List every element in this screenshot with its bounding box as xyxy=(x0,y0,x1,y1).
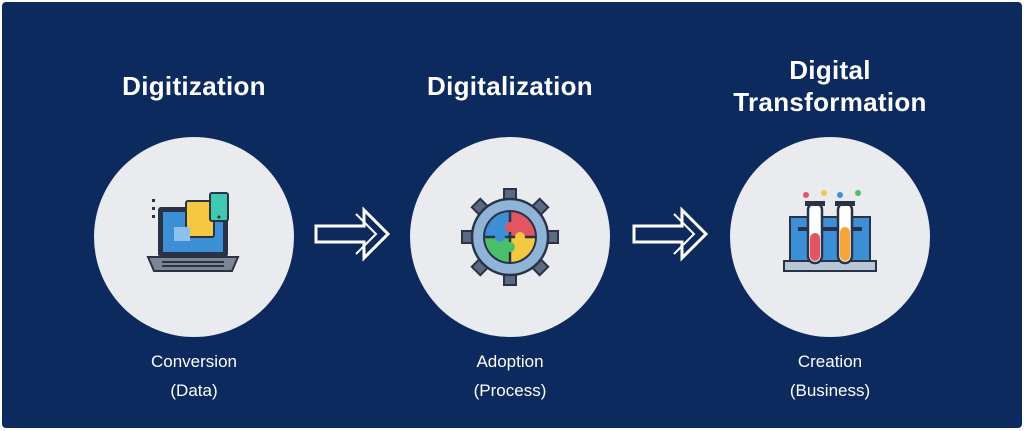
caption-label: Adoption xyxy=(476,352,544,371)
caption-label: Creation xyxy=(797,352,863,371)
stage-title-line: Digitization xyxy=(122,71,266,101)
stage-caption: Adoption (Process) xyxy=(380,347,640,405)
stage-circle xyxy=(730,137,930,337)
right-arrow-icon xyxy=(314,206,391,262)
caption-sublabel: (Data) xyxy=(170,381,218,400)
caption-label: Conversion xyxy=(151,352,237,371)
stage-title: Digital Transformation xyxy=(700,54,960,118)
stage-digital-transformation: Digital Transformation Creation xyxy=(700,2,960,428)
test-tubes-icon xyxy=(783,190,877,272)
puzzle-gear-icon xyxy=(461,188,559,286)
stage-title: Digitalization xyxy=(380,70,640,102)
stage-circle xyxy=(410,137,610,337)
stage-title-line: Digitalization xyxy=(427,71,593,101)
stage-digitization: Digitization Conversion (Data) xyxy=(64,2,324,428)
stage-circle xyxy=(94,137,294,337)
caption-sublabel: (Process) xyxy=(473,381,547,400)
stage-caption: Creation (Business) xyxy=(700,347,960,405)
stage-digitalization: Digitalization xyxy=(380,2,640,428)
stage-title-line: Transformation xyxy=(733,87,927,117)
laptop-devices-icon xyxy=(146,192,240,272)
right-arrow-icon xyxy=(632,206,709,262)
caption-sublabel: (Business) xyxy=(789,381,871,400)
stage-title: Digitization xyxy=(64,70,324,102)
stage-title-line: Digital xyxy=(789,55,871,85)
stage-caption: Conversion (Data) xyxy=(64,347,324,405)
